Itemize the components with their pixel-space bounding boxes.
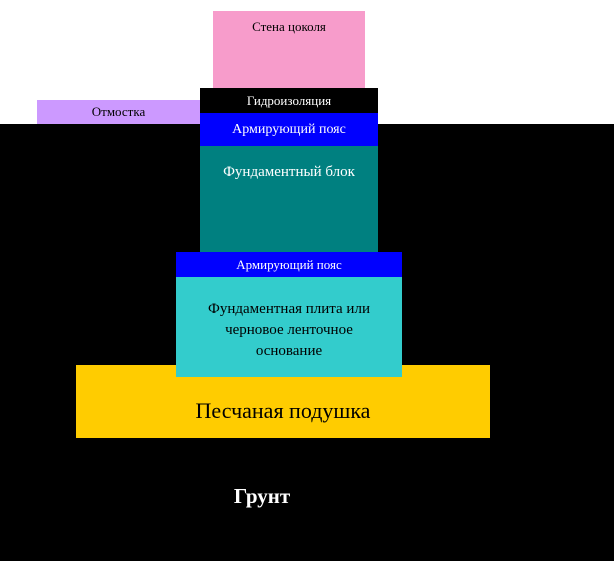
foundation-block-layer: Фундаментный блок [200, 146, 378, 252]
soil-label-wrap: Грунт [162, 484, 362, 509]
reinforcing-belt-top: Армирующий пояс [200, 113, 378, 146]
foundation-slab-label: Фундаментная плита или черновое ленточно… [208, 301, 370, 359]
foundation-block-label: Фундаментный блок [223, 164, 355, 180]
wall-label: Стена цоколя [252, 19, 326, 34]
soil-label: Грунт [233, 484, 291, 508]
waterproofing-layer: Гидроизоляция [200, 88, 378, 113]
reinforcing-belt-top-label: Армирующий пояс [232, 121, 346, 137]
sand-cushion-label: Песчаная подушка [195, 397, 371, 423]
foundation-slab-layer: Фундаментная плита или черновое ленточно… [176, 277, 402, 377]
sand-cushion-layer: Песчаная подушка [76, 365, 490, 438]
reinforcing-belt-bottom-label: Армирующий пояс [236, 256, 342, 272]
reinforcing-belt-bottom: Армирующий пояс [176, 252, 402, 277]
blind-area-layer: Отмостка [37, 100, 200, 124]
wall-layer: Стена цоколя [213, 11, 365, 88]
blind-area-label: Отмостка [91, 104, 146, 119]
waterproofing-label: Гидроизоляция [246, 92, 332, 108]
